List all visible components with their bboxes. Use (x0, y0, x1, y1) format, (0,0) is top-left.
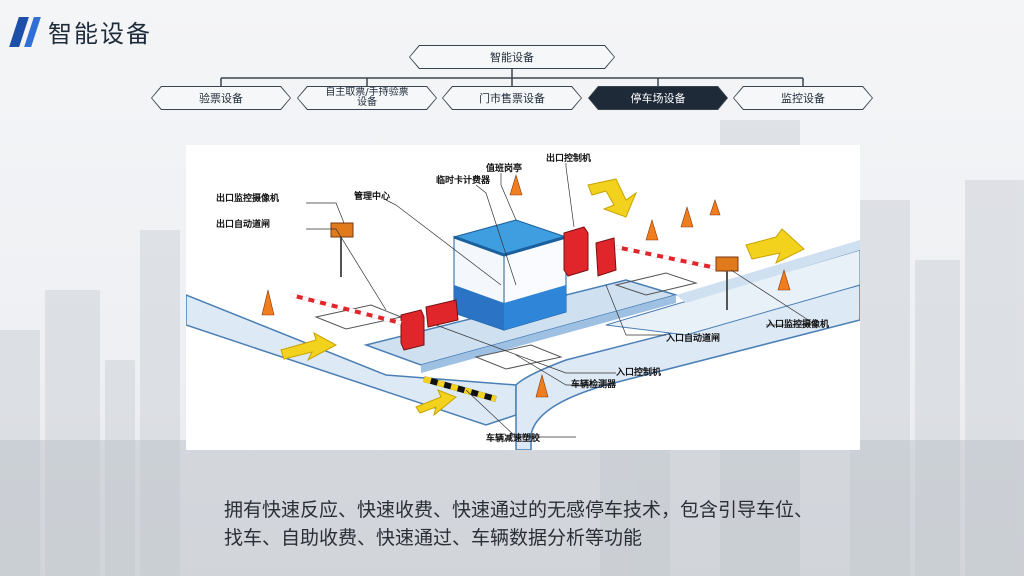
label-management-center: 管理中心 (354, 190, 390, 202)
label-entry-gate: 入口自动道闸 (665, 332, 720, 344)
booth (452, 219, 568, 331)
tree-root-label: 智能设备 (490, 50, 534, 64)
label-speed-bump: 车辆减速塑胶 (486, 432, 540, 444)
tree-node-label: 自主取票/手持验票 设备 (325, 87, 409, 108)
label-vehicle-detector: 车辆检测器 (571, 378, 617, 390)
tree-connectors (220, 69, 804, 86)
tree-node-parking[interactable]: 停车场设备 (588, 86, 728, 110)
tree-root-node[interactable]: 智能设备 (409, 45, 615, 69)
label-exit-camera: 出口监控摄像机 (216, 192, 279, 204)
tree-node-self-service[interactable]: 自主取票/手持验票 设备 (297, 86, 437, 110)
page-title: 智能设备 (48, 20, 152, 48)
tree-node-label: 监控设备 (781, 91, 825, 105)
tree-node-label: 停车场设备 (630, 91, 686, 105)
tree-node-label: 门市售票设备 (479, 91, 545, 105)
label-temp-card-meter: 临时卡计费器 (436, 174, 491, 186)
title-bar: 智能设备 (9, 14, 152, 49)
description-text: 拥有快速反应、快速收费、快速通过的无感停车技术，包含引导车位、找车、自助收费、快… (224, 499, 814, 549)
label-entry-camera: 入口监控摄像机 (765, 318, 829, 330)
label-exit-controller: 出口控制机 (546, 152, 591, 164)
tree-node-store-ticket[interactable]: 门市售票设备 (442, 86, 582, 110)
tree-node-monitoring[interactable]: 监控设备 (733, 86, 873, 110)
label-booth: 值班岗亭 (486, 162, 522, 174)
label-exit-gate: 出口自动道闸 (216, 218, 270, 230)
tree-node-ticket-check[interactable]: 验票设备 (151, 86, 291, 110)
parking-illustration: 值班岗亭 出口控制机 临时卡计费器 管理中心 出口监控摄像机 出口自动道闸 入口… (185, 152, 861, 451)
parking-system-diagram: 值班岗亭 出口控制机 临时卡计费器 管理中心 出口监控摄像机 出口自动道闸 入口… (185, 145, 861, 451)
tree-node-label: 验票设备 (199, 91, 243, 105)
entry-controller (400, 299, 459, 351)
exit-controller (563, 226, 617, 277)
label-entry-controller: 入口控制机 (615, 366, 661, 378)
